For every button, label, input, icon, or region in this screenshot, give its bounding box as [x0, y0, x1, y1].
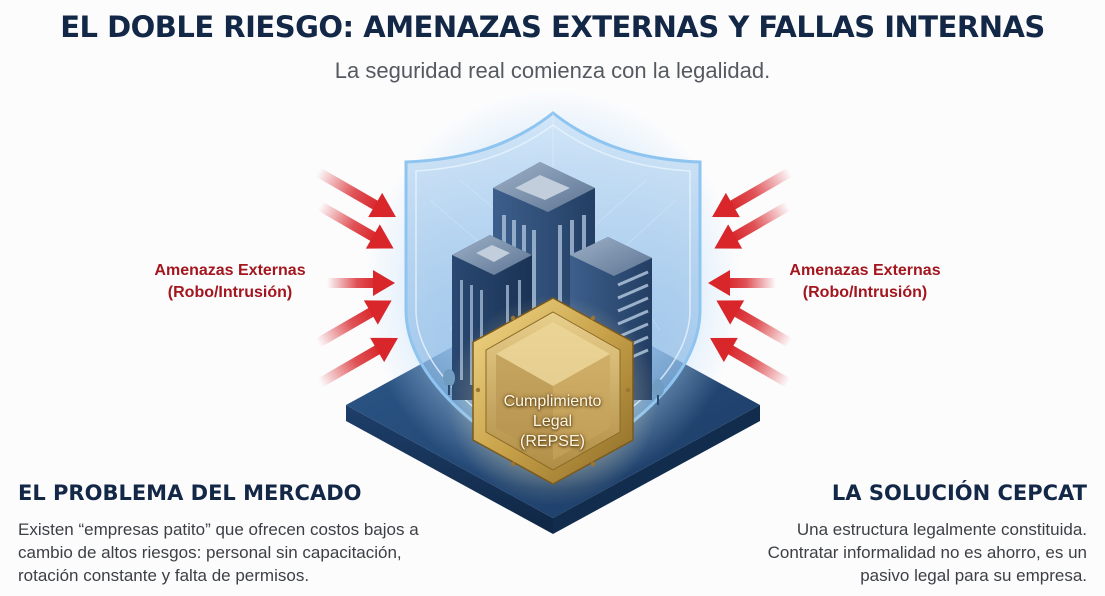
- problem-line: rotación constante y falta de permisos.: [18, 566, 310, 585]
- threat-label-right: Amenazas Externas (Robo/Intrusión): [775, 260, 955, 304]
- red-arrows-left: [315, 167, 398, 388]
- problem-title: EL PROBLEMA DEL MERCADO: [18, 481, 362, 505]
- problem-line: cambio de altos riesgos: personal sin ca…: [18, 543, 402, 562]
- solution-body: Una estructura legalmente constituida. C…: [667, 518, 1087, 587]
- threat-right-line1: Amenazas Externas: [789, 262, 941, 279]
- threat-label-left: Amenazas Externas (Robo/Intrusión): [140, 260, 320, 304]
- threat-left-line2: (Robo/Intrusión): [167, 284, 293, 301]
- solution-title: LA SOLUCIÓN CEPCAT: [831, 481, 1087, 505]
- solution-line: Contratar informalidad no es ahorro, es …: [767, 543, 1087, 562]
- gold-hexagon-badge-icon: [472, 297, 634, 485]
- problem-body: Existen “empresas patito” que ofrecen co…: [18, 518, 498, 587]
- red-arrows-right: [708, 167, 793, 388]
- threat-left-line1: Amenazas Externas: [154, 262, 306, 279]
- problem-line: Existen “empresas patito” que ofrecen co…: [18, 520, 419, 539]
- badge-label: Cumplimiento Legal (REPSE): [470, 392, 635, 452]
- badge-line2: Legal: [532, 413, 573, 430]
- badge-line3: (REPSE): [520, 433, 585, 450]
- page-subtitle: La seguridad real comienza con la legali…: [334, 58, 771, 83]
- threat-right-line2: (Robo/Intrusión): [802, 284, 928, 301]
- solution-line: Una estructura legalmente constituida.: [796, 520, 1087, 539]
- page-title: EL DOBLE RIESGO: AMENAZAS EXTERNAS Y FAL…: [60, 10, 1045, 44]
- badge-line1: Cumplimiento: [503, 393, 602, 410]
- solution-line: pasivo legal para su empresa.: [860, 566, 1087, 585]
